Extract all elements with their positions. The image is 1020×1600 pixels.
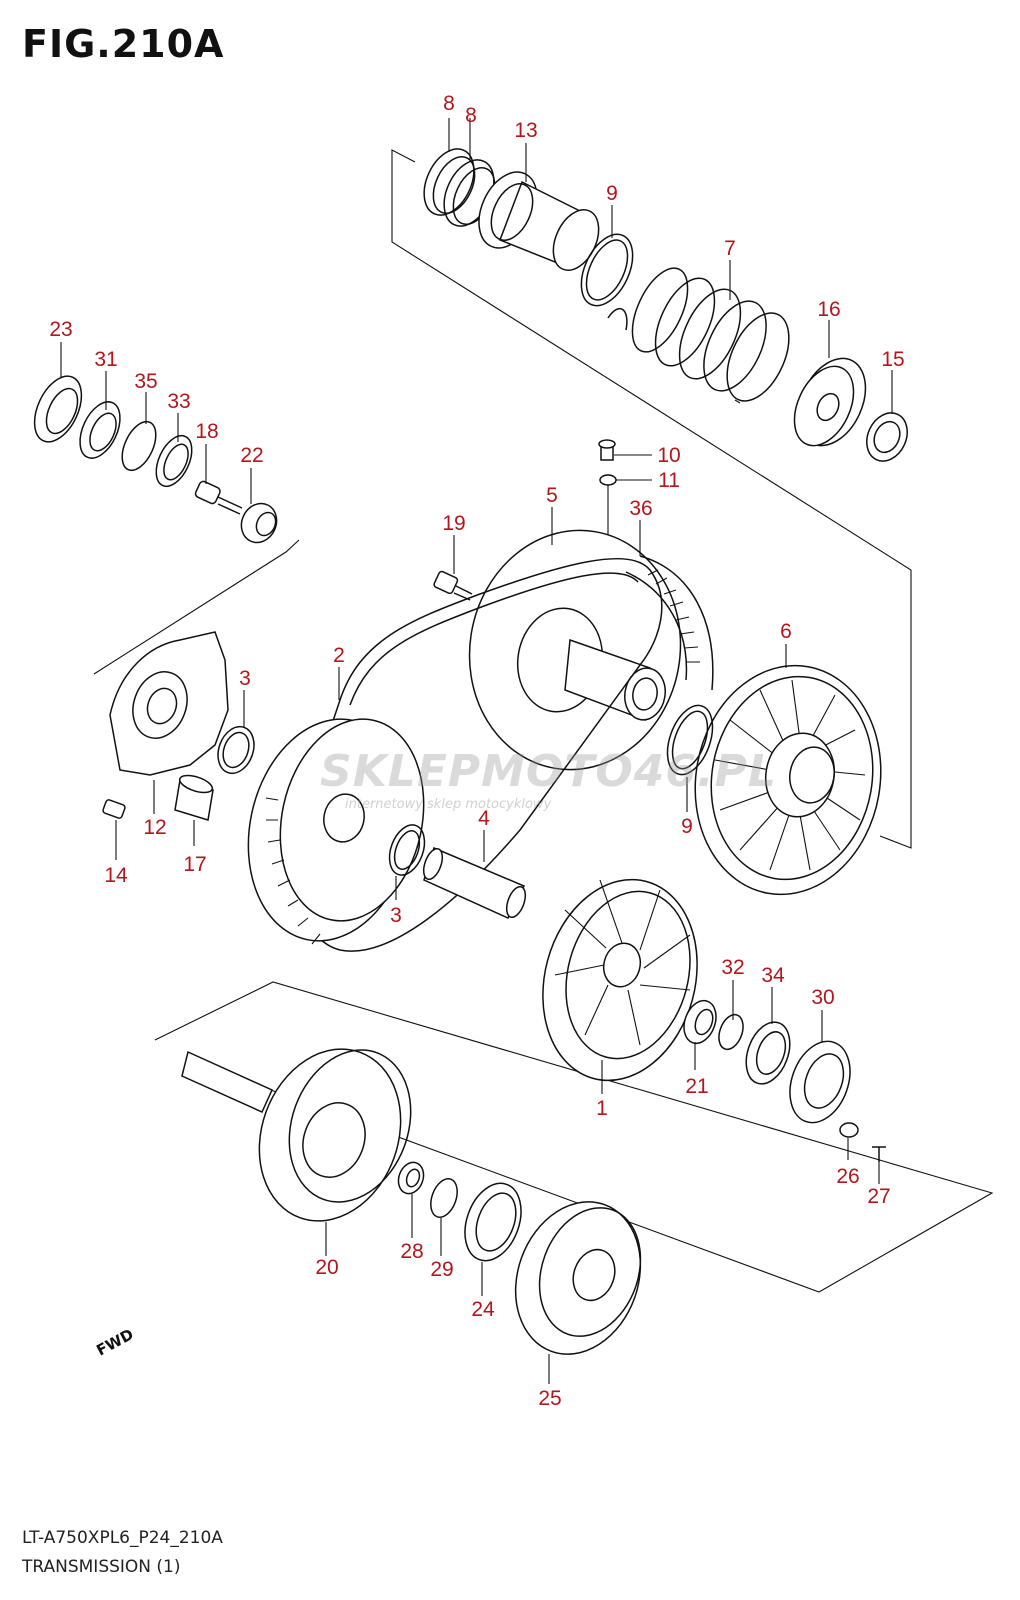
watermark-logo: SKLEPMOTO46.PL — [320, 746, 777, 797]
callout-27: 27 — [867, 1185, 890, 1208]
callout-36: 36 — [629, 497, 652, 520]
callout-6: 6 — [780, 620, 792, 643]
callout-7: 7 — [724, 237, 736, 260]
drive-belt-2 — [295, 558, 663, 952]
figure-title: FIG.210A — [22, 22, 225, 66]
fwd-label: FWD — [93, 1325, 136, 1359]
rings-and-shaft — [217, 704, 714, 919]
callout-21: 21 — [685, 1075, 708, 1098]
callout-22: 22 — [240, 444, 263, 467]
callout-3a: 3 — [239, 667, 251, 690]
spring-7 — [607, 267, 790, 402]
callout-32: 32 — [721, 956, 744, 979]
section-name: TRANSMISSION (1) — [22, 1557, 181, 1577]
callout-13: 13 — [514, 119, 537, 142]
callout-5: 5 — [546, 484, 558, 507]
drive-pulley — [247, 718, 425, 945]
callout-24: 24 — [471, 1298, 495, 1321]
callout-12: 12 — [143, 816, 166, 839]
spring-seat-16 — [793, 357, 867, 447]
clutch-drum-20 — [181, 1048, 412, 1222]
nut-15 — [866, 412, 908, 462]
leader-lines — [60, 118, 893, 1384]
callout-8a: 8 — [443, 92, 455, 115]
model-code: LT-A750XPL6_P24_210A — [22, 1528, 223, 1548]
callout-1: 1 — [596, 1097, 608, 1120]
gear-ring-36 — [625, 555, 714, 691]
ring-9-upper — [580, 233, 634, 307]
callout-17: 17 — [183, 853, 206, 876]
callout-35: 35 — [134, 370, 157, 393]
bolt-19 — [433, 570, 473, 601]
drive-face-1 — [542, 878, 698, 1082]
callout-14: 14 — [104, 864, 128, 887]
callout-34: 34 — [761, 964, 785, 987]
callout-9b: 9 — [681, 815, 693, 838]
watermark-tagline: internetowy sklep motocyklowy — [345, 797, 552, 812]
washers-and-cage — [397, 1161, 522, 1262]
callout-9a: 9 — [606, 182, 618, 205]
callout-25: 25 — [538, 1387, 561, 1410]
callout-30: 30 — [811, 986, 834, 1009]
callout-31: 31 — [94, 348, 117, 371]
callout-29: 29 — [430, 1258, 453, 1281]
callout-28: 28 — [400, 1240, 423, 1263]
callout-26: 26 — [836, 1165, 859, 1188]
left-small-parts — [33, 375, 278, 544]
ramp-plate-12-set — [102, 631, 229, 821]
callout-20: 20 — [315, 1256, 338, 1279]
callout-23: 23 — [49, 318, 72, 341]
callout-11: 11 — [658, 469, 680, 492]
fwd-arrow-icon: FWD — [93, 1325, 136, 1359]
callout-15: 15 — [881, 348, 904, 371]
clutch-assembly-25 — [514, 1201, 642, 1355]
driven-face-5 — [468, 529, 682, 771]
sleeve-13 — [478, 171, 600, 271]
callout-10: 10 — [657, 444, 680, 467]
callout-labels: 8 8 13 9 7 16 15 23 31 35 33 18 22 10 11… — [49, 92, 904, 1410]
callout-16: 16 — [817, 298, 840, 321]
driven-pulley-6 — [694, 664, 882, 896]
callout-18: 18 — [195, 420, 218, 443]
bearings-right — [683, 999, 886, 1162]
callout-33: 33 — [167, 390, 190, 413]
callout-4: 4 — [478, 807, 490, 830]
callout-19: 19 — [442, 512, 465, 535]
callout-8b: 8 — [465, 104, 477, 127]
callout-2: 2 — [333, 644, 345, 667]
callout-3b: 3 — [390, 904, 402, 927]
